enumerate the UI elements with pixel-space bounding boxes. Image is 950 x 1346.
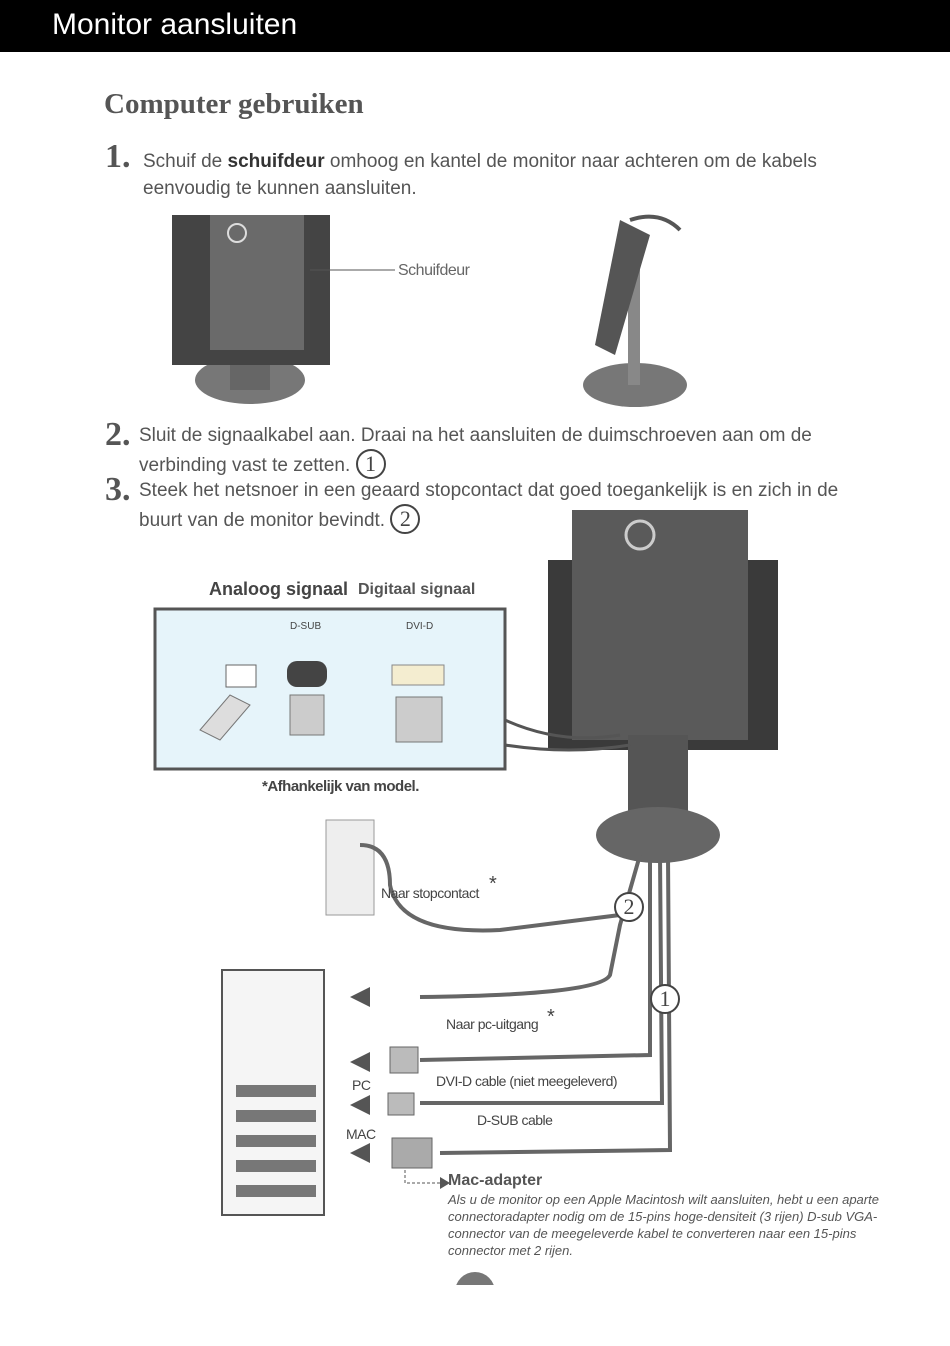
mac-adapter-title: Mac-adapter	[448, 1172, 543, 1189]
step-2-text: Sluit de signaalkabel aan. Draai na het …	[139, 422, 839, 479]
model-note: *Afhankelijk van model.	[262, 778, 419, 795]
section-title: Computer gebruiken	[104, 88, 364, 120]
to-outlet-label: Naar stopcontact	[381, 885, 479, 901]
marker-2: 2	[390, 504, 421, 534]
analog-signal-label: Analoog signaal	[209, 579, 349, 599]
step-number: 2.	[105, 416, 131, 453]
dvi-cable-label: DVI-D cable (niet meegeleverd)	[436, 1073, 618, 1089]
connection-diagram	[153, 510, 778, 1285]
marker-1: 1	[650, 984, 680, 1014]
asterisk: *	[489, 873, 497, 895]
mac-label: MAC	[346, 1126, 376, 1142]
marker-2: 2	[614, 892, 644, 922]
dsub-cable-label: D-SUB cable	[477, 1112, 553, 1128]
monitor-back-and-tilt-illustration	[172, 214, 687, 407]
to-pc-label: Naar pc-uitgang	[446, 1016, 539, 1032]
step-number: 1.	[105, 138, 131, 175]
marker-1: 1	[355, 449, 386, 479]
pc-label: PC	[352, 1077, 371, 1093]
page-header: Monitor aansluiten	[0, 0, 950, 52]
step-3-text: Steek het netsnoer in een geaard stopcon…	[139, 477, 849, 534]
step-1-text: Schuif de schuifdeur omhoog en kantel de…	[143, 151, 817, 199]
header-title: Monitor aansluiten	[52, 8, 298, 41]
dsub-port-label: D-SUB	[290, 621, 322, 632]
schuifdeur-label: Schuifdeur	[398, 262, 470, 279]
page-number-dot	[456, 1272, 494, 1285]
asterisk: *	[547, 1006, 555, 1028]
dvid-port-label: DVI-D	[406, 621, 434, 632]
digital-signal-label: Digitaal signaal	[358, 581, 476, 598]
mac-adapter-text: Als u de monitor op een Apple Macintosh …	[448, 1192, 879, 1258]
step-number: 3.	[105, 471, 131, 508]
